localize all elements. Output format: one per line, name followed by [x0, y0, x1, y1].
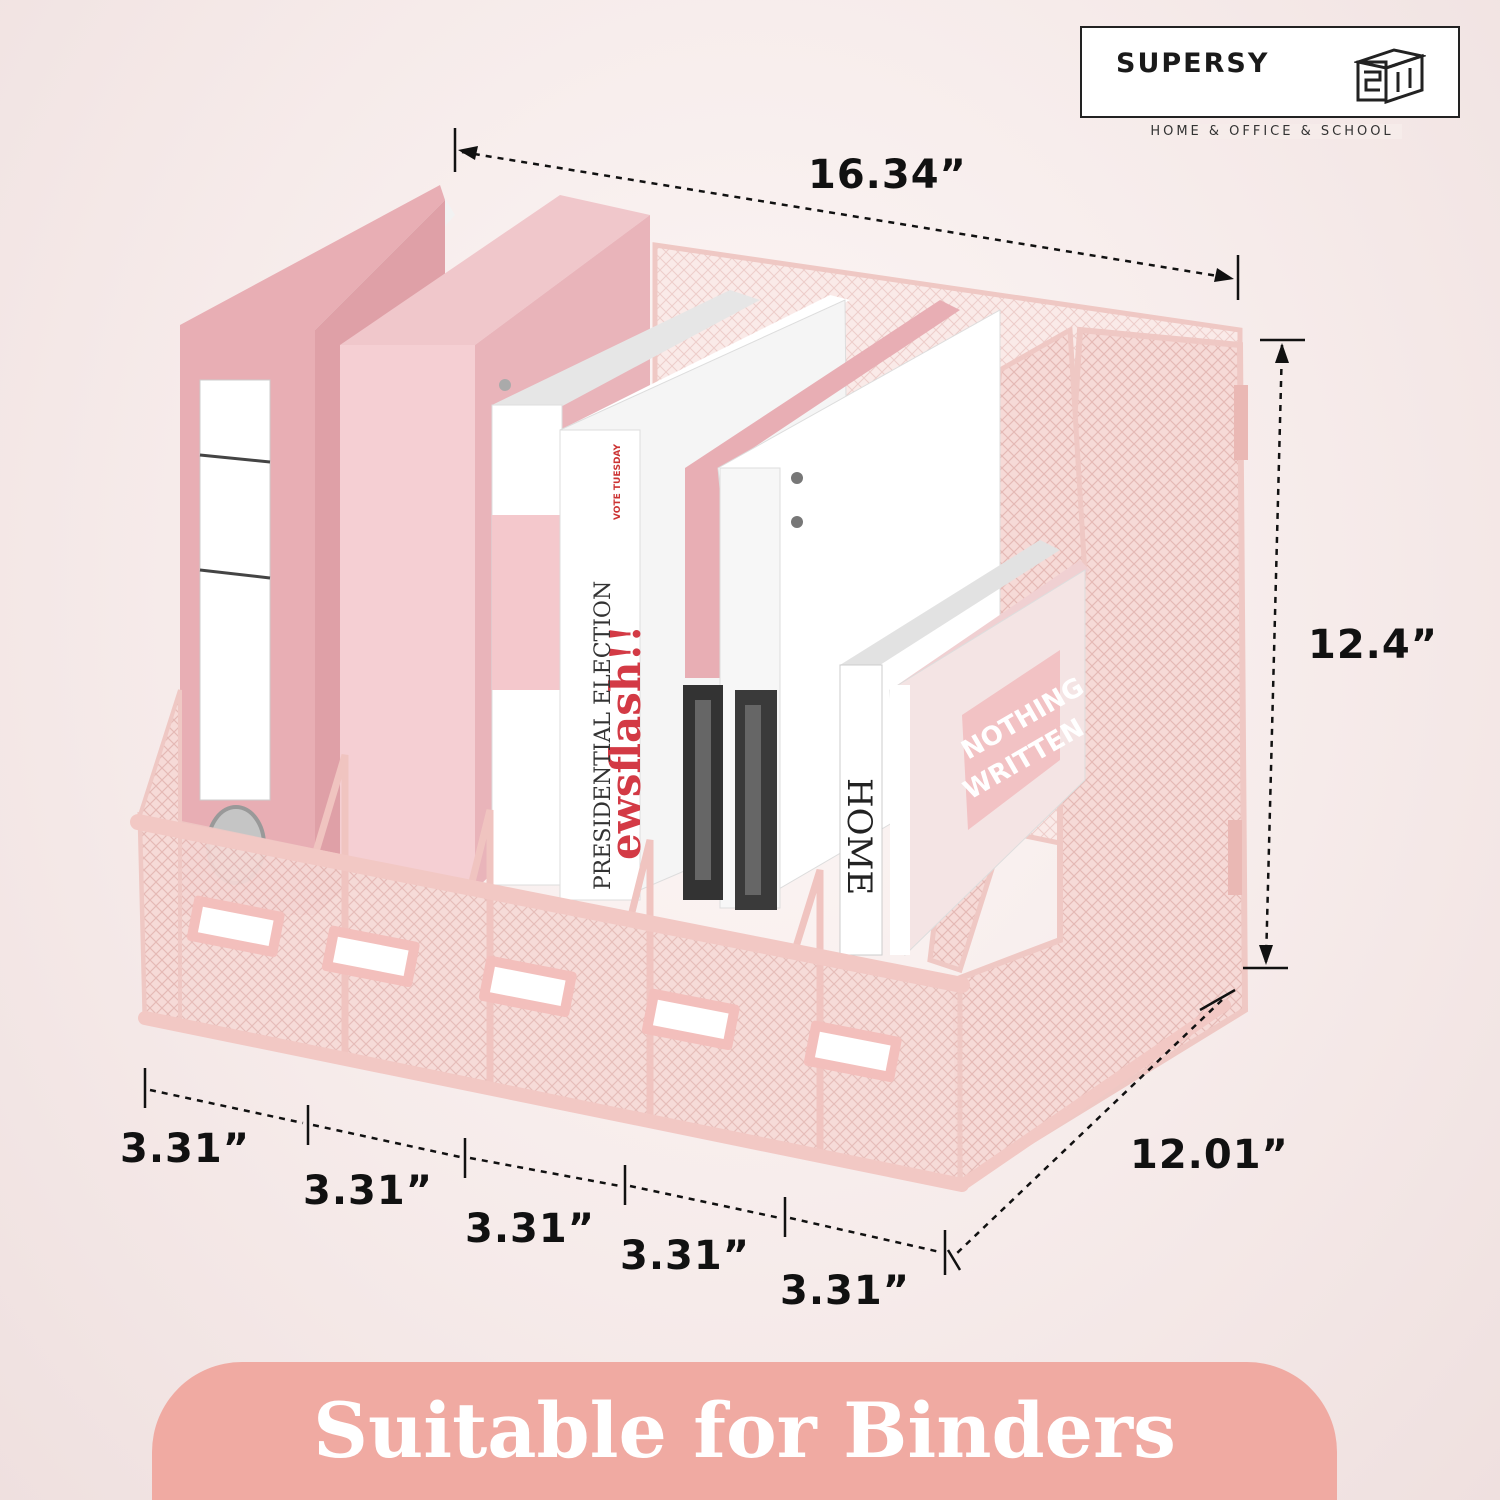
compartment-1-label: 3.31” [120, 1126, 250, 1172]
brand-tagline: HOME & OFFICE & SCHOOL [1082, 120, 1462, 144]
home-book: HOME [839, 540, 1060, 956]
front-bottom-rail [138, 1011, 969, 1192]
pink-book: NOTHING WRITTEN [889, 560, 1090, 957]
hinge-top [1234, 385, 1248, 460]
brand-name: SUPERSY [1116, 48, 1270, 79]
compartment-5-label: 3.31” [780, 1268, 910, 1314]
left-side-wall [137, 689, 182, 1022]
banner-text: Suitable for Binders [313, 1386, 1176, 1475]
width-dimension-label: 16.34” [808, 152, 967, 198]
side-bottom-rail [956, 999, 1231, 1191]
label-holders [186, 895, 902, 1083]
newspaper-section: PRESIDENTIAL ELECTION [591, 581, 616, 890]
depth-dimension-label: 12.01” [1130, 1132, 1289, 1178]
white-book [491, 290, 760, 886]
compartment-2-label: 3.31” [303, 1168, 433, 1214]
hinge-bottom [1228, 820, 1242, 895]
feature-banner: Suitable for Binders [152, 1362, 1337, 1500]
front-top-rail [130, 814, 970, 993]
compartment-4-label: 3.31” [620, 1233, 750, 1279]
compartment-3-label: 3.31” [465, 1206, 595, 1252]
home-book-title: HOME [839, 778, 879, 895]
height-dimension-label: 12.4” [1308, 622, 1438, 668]
newspaper-badge: VOTE TUESDAY [613, 443, 623, 520]
brand-logo: SUPERSY HOME & OFFICE & SCHOOL [1080, 26, 1460, 139]
brand-tagline-text: HOME & OFFICE & SCHOOL [1142, 124, 1402, 139]
newspaper-headline: ewsflash!! [601, 625, 650, 860]
stacked-box-logo-icon [1354, 48, 1426, 104]
dimension-lines [143, 128, 1305, 1275]
